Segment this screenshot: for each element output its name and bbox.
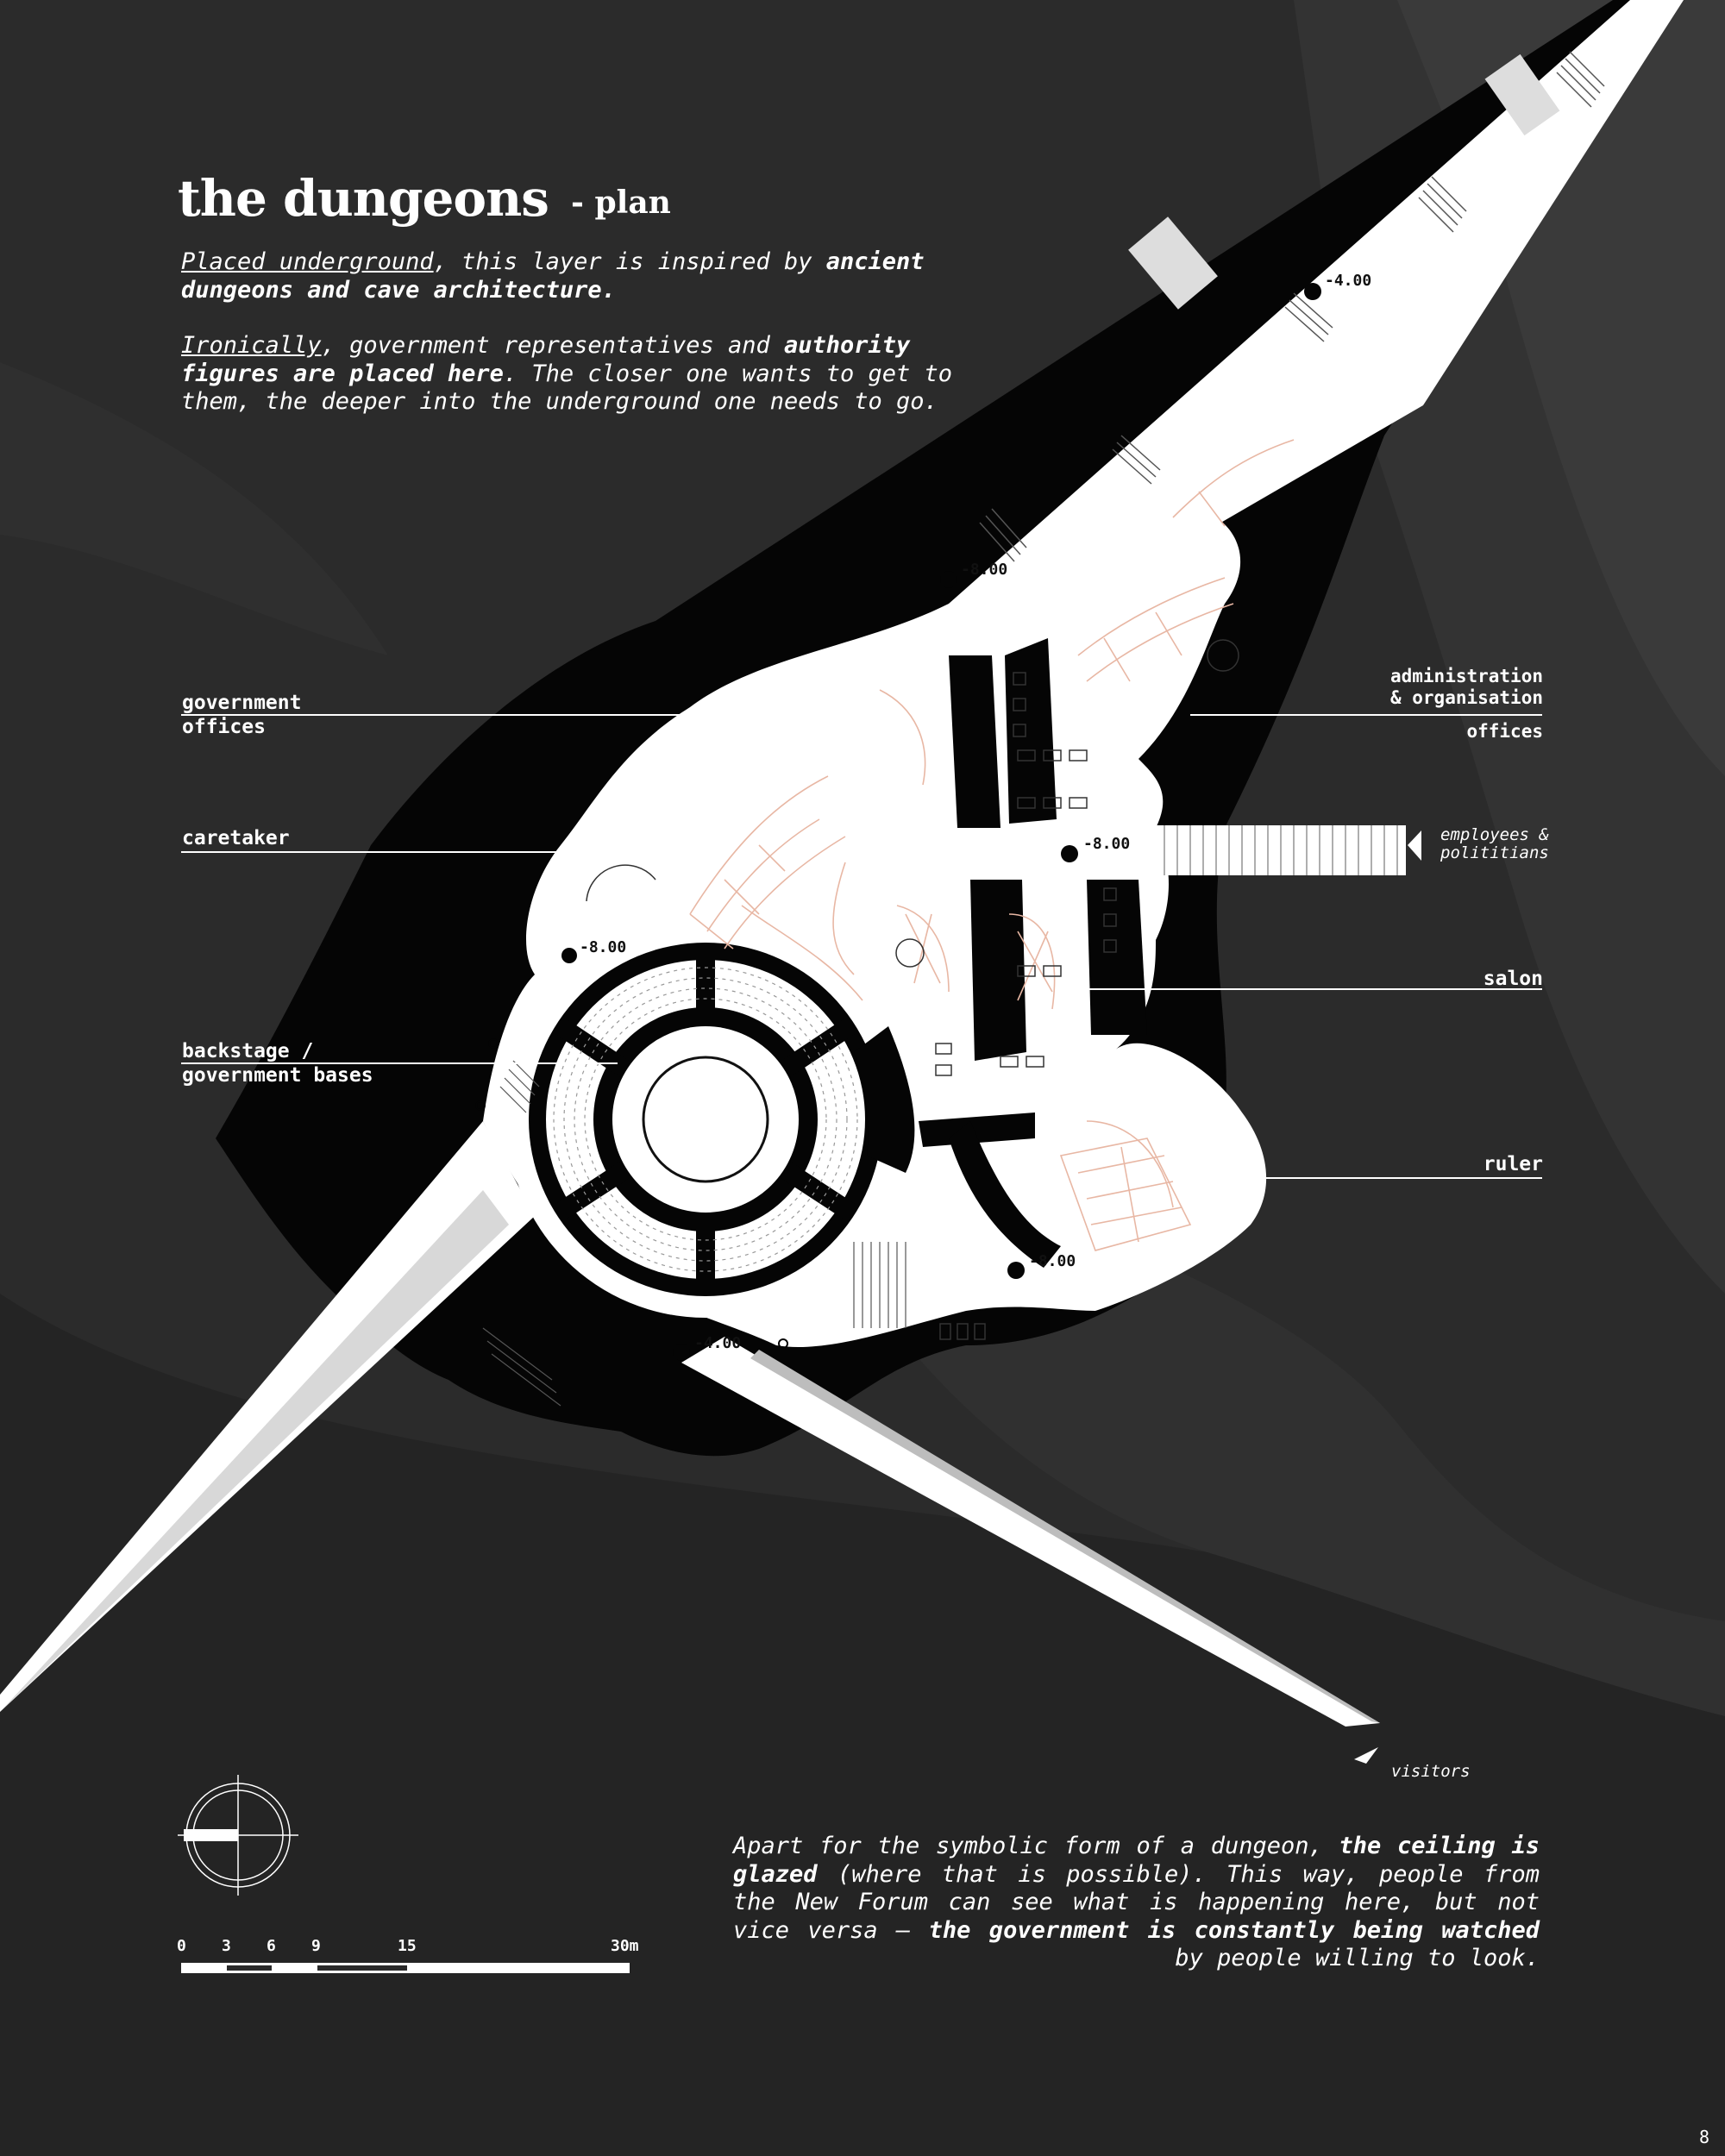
furniture-marks <box>586 639 1239 1340</box>
label-line: offices <box>182 716 266 738</box>
elevation-label: -4.00 <box>1325 272 1372 290</box>
closing-text-a: Apart for the symbolic form of a dungeon… <box>733 1833 1339 1859</box>
intro-2-underlined: Ironically <box>181 332 322 359</box>
label-leader-lines <box>181 714 1542 1179</box>
label-salon: salon <box>1483 968 1543 990</box>
elevation-label: -8.00 <box>961 561 1008 579</box>
label-line: & organisation <box>1389 687 1543 708</box>
label-backstage: backstage / government bases <box>182 1039 373 1087</box>
north-arrow-icon <box>178 1775 298 1896</box>
entrance-arrows <box>1354 830 1421 1764</box>
intro-1-underlined: Placed underground <box>181 248 434 275</box>
page-number: 8 <box>1699 2127 1710 2147</box>
closing-bold-a: the ceiling is glazed <box>733 1833 1540 1888</box>
scale-tick: 15 <box>398 1937 417 1955</box>
scale-tick: 3 <box>222 1937 231 1955</box>
note-line: employees & <box>1440 825 1549 844</box>
note-line: polititians <box>1440 843 1549 862</box>
scale-tick: 9 <box>311 1937 321 1955</box>
scale-tick: 0 <box>177 1937 186 1955</box>
closing-paragraph: Apart for the symbolic form of a dungeon… <box>733 1833 1540 1973</box>
note-employees: employees & polititians <box>1440 826 1549 862</box>
intro-paragraph-2: Ironically, government representatives a… <box>181 332 957 417</box>
label-line: backstage / <box>182 1040 314 1062</box>
label-line: government bases <box>182 1064 373 1087</box>
label-administration-offices: offices <box>1466 721 1543 742</box>
label-caretaker: caretaker <box>182 827 290 849</box>
level-markers <box>475 283 1321 1361</box>
page-subtitle: - plan <box>571 185 671 221</box>
intro-2-bold: authority figures are placed here <box>181 332 911 387</box>
elevation-label: -8.00 <box>580 938 627 956</box>
room-walls <box>854 638 1147 1268</box>
page-title: the dungeons <box>178 169 549 228</box>
scale-bar <box>181 1963 630 1973</box>
scale-tick: 30m <box>611 1937 639 1955</box>
intro-2-text-a: , government representatives and <box>321 332 784 359</box>
intro-1-text: , this layer is inspired by <box>433 248 826 275</box>
label-line: administration <box>1389 666 1543 686</box>
label-administration: administration & organisation <box>1390 666 1543 709</box>
label-government-offices: government offices <box>182 691 301 739</box>
intro-1-bold: ancient dungeons and cave architecture. <box>181 248 925 304</box>
ramp-north-east <box>949 0 1684 655</box>
scale-tick: 6 <box>267 1937 276 1955</box>
furniture-layout <box>689 439 1295 1251</box>
stairs <box>482 1060 906 1407</box>
note-visitors: visitors <box>1391 1762 1471 1781</box>
elevation-label: -4.00 <box>694 1334 742 1352</box>
intro-paragraph-1: Placed underground, this layer is inspir… <box>181 248 957 304</box>
ramp-south <box>0 1121 1380 1727</box>
circular-chamber <box>507 921 904 1318</box>
closing-text-b: (where that is possible). This way, peop… <box>733 1860 1540 1944</box>
intro-2-text-b: . The closer one wants to get to them, t… <box>181 360 953 416</box>
closing-bold-b: the government is constantly being watch… <box>928 1916 1540 1944</box>
closing-text-c: by people willing to look. <box>1175 1945 1540 1971</box>
label-line: government <box>182 692 302 714</box>
elevation-label: -8.00 <box>1083 835 1131 853</box>
elevation-label: -8.00 <box>1029 1252 1076 1270</box>
label-ruler: ruler <box>1483 1153 1543 1175</box>
